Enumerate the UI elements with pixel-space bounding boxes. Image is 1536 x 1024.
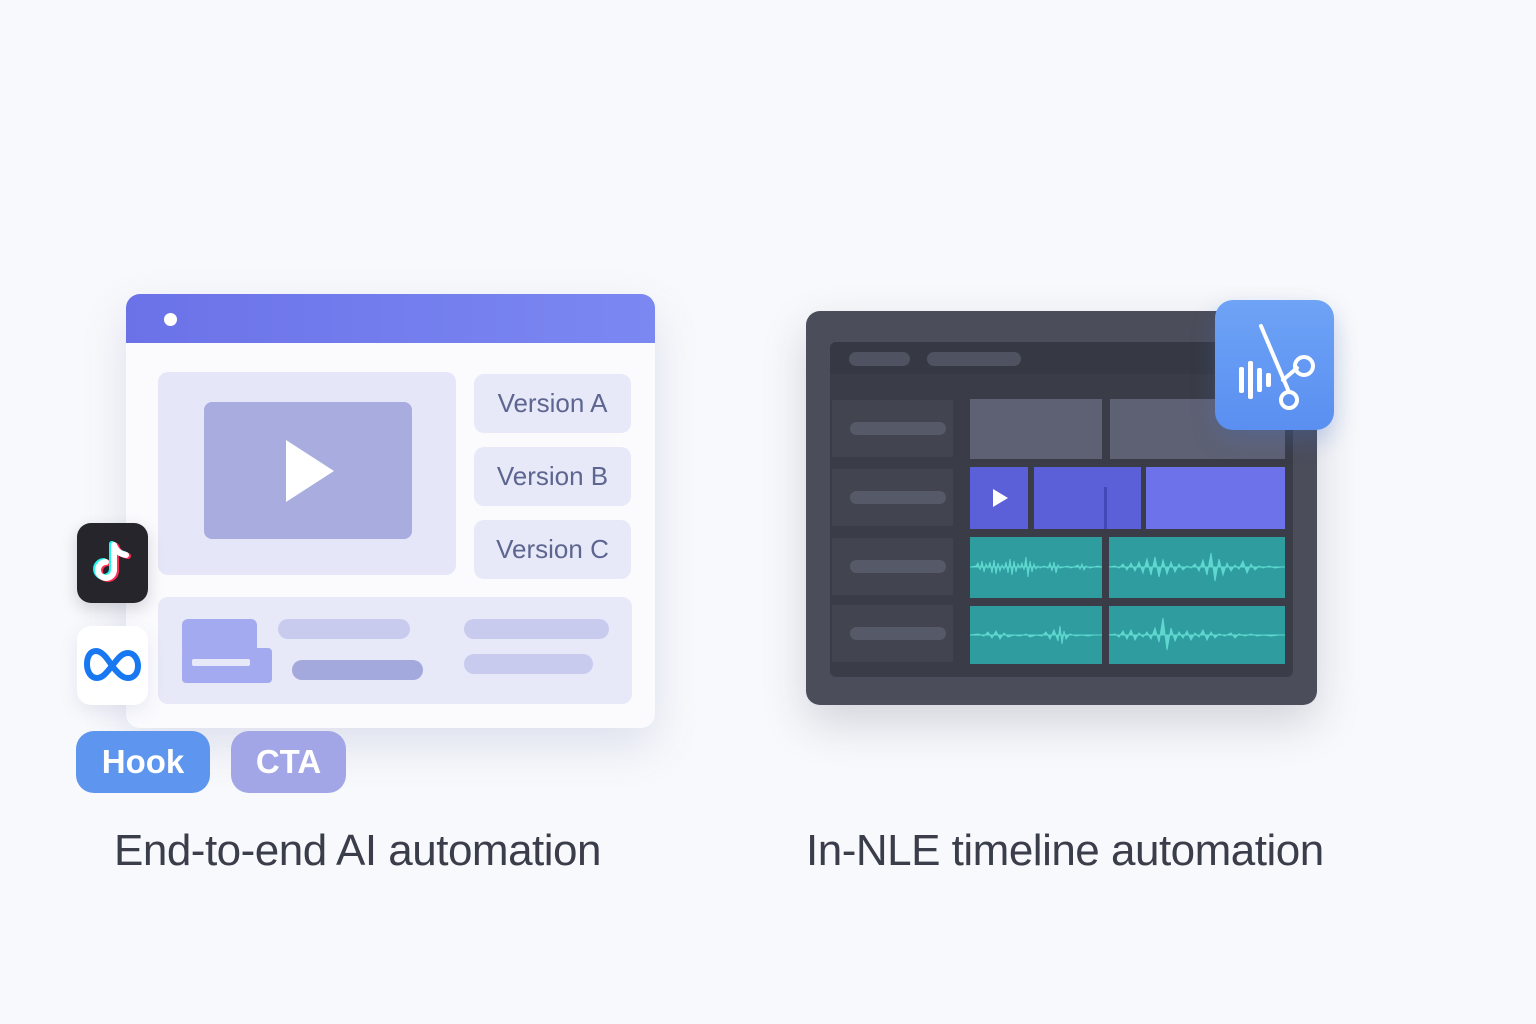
audio-cut-icon[interactable] bbox=[1215, 300, 1334, 430]
track-header bbox=[832, 605, 953, 662]
video-thumbnail[interactable] bbox=[204, 402, 412, 539]
video-preview-panel bbox=[158, 372, 456, 575]
track-header bbox=[832, 538, 953, 595]
audio-clip[interactable] bbox=[1109, 537, 1285, 598]
video-clip[interactable] bbox=[970, 399, 1102, 459]
video-clip[interactable] bbox=[1034, 467, 1141, 529]
hook-tag[interactable]: Hook bbox=[76, 731, 210, 793]
toolbar-pill bbox=[849, 352, 910, 366]
text-block-front bbox=[182, 648, 272, 683]
window-dot bbox=[164, 313, 177, 326]
track-name-bar bbox=[850, 627, 946, 640]
placeholder-line bbox=[278, 619, 410, 639]
script-panel bbox=[158, 597, 632, 704]
play-icon bbox=[993, 489, 1008, 507]
track-name-bar bbox=[850, 491, 946, 504]
placeholder-line bbox=[292, 660, 423, 680]
timeline-play-button[interactable] bbox=[970, 467, 1028, 529]
playhead[interactable] bbox=[1104, 487, 1107, 529]
left-caption: End-to-end AI automation bbox=[114, 826, 602, 875]
version-a-button[interactable]: Version A bbox=[474, 374, 631, 433]
tiktok-icon[interactable] bbox=[77, 523, 148, 603]
video-clip[interactable] bbox=[1146, 467, 1285, 529]
ai-automation-window: Version A Version B Version C bbox=[126, 294, 655, 728]
track-header bbox=[832, 400, 953, 457]
window-title-bar bbox=[126, 294, 655, 343]
audio-clip[interactable] bbox=[970, 537, 1102, 598]
toolbar-pill bbox=[927, 352, 1021, 366]
track-name-bar bbox=[850, 560, 946, 573]
placeholder-line bbox=[464, 619, 609, 639]
cta-tag[interactable]: CTA bbox=[231, 731, 346, 793]
play-icon[interactable] bbox=[286, 440, 334, 502]
version-b-button[interactable]: Version B bbox=[474, 447, 631, 506]
track-name-bar bbox=[850, 422, 946, 435]
meta-icon[interactable] bbox=[77, 626, 148, 705]
right-caption: In-NLE timeline automation bbox=[806, 826, 1324, 875]
audio-clip[interactable] bbox=[1109, 606, 1285, 664]
text-block-stripe bbox=[192, 659, 250, 666]
placeholder-line bbox=[464, 654, 593, 674]
track-header bbox=[832, 469, 953, 526]
audio-clip[interactable] bbox=[970, 606, 1102, 664]
version-c-button[interactable]: Version C bbox=[474, 520, 631, 579]
